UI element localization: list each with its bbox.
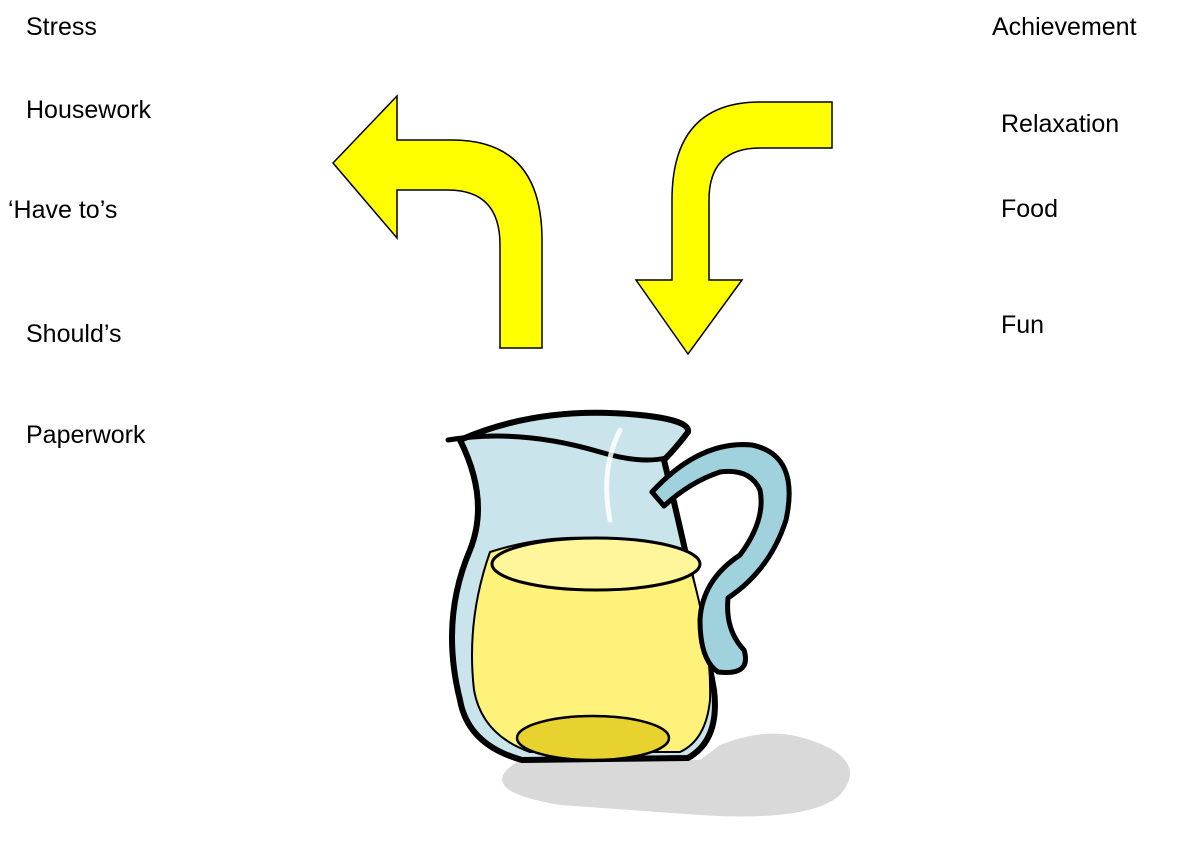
left-item-have-tos: ‘Have to’s — [8, 198, 117, 223]
liquid-surface — [492, 538, 700, 590]
left-item-shoulds: Should’s — [26, 322, 121, 347]
left-item-paperwork: Paperwork — [26, 423, 146, 448]
jug-base — [517, 716, 669, 760]
arrow-out-icon — [333, 96, 542, 348]
right-item-achievement: Achievement — [992, 15, 1137, 40]
arrow-in-icon — [636, 102, 832, 354]
left-item-stress: Stress — [26, 15, 97, 40]
right-item-food: Food — [1001, 197, 1058, 222]
right-item-relaxation: Relaxation — [1001, 112, 1119, 137]
left-item-housework: Housework — [26, 98, 151, 123]
right-item-fun: Fun — [1001, 313, 1044, 338]
